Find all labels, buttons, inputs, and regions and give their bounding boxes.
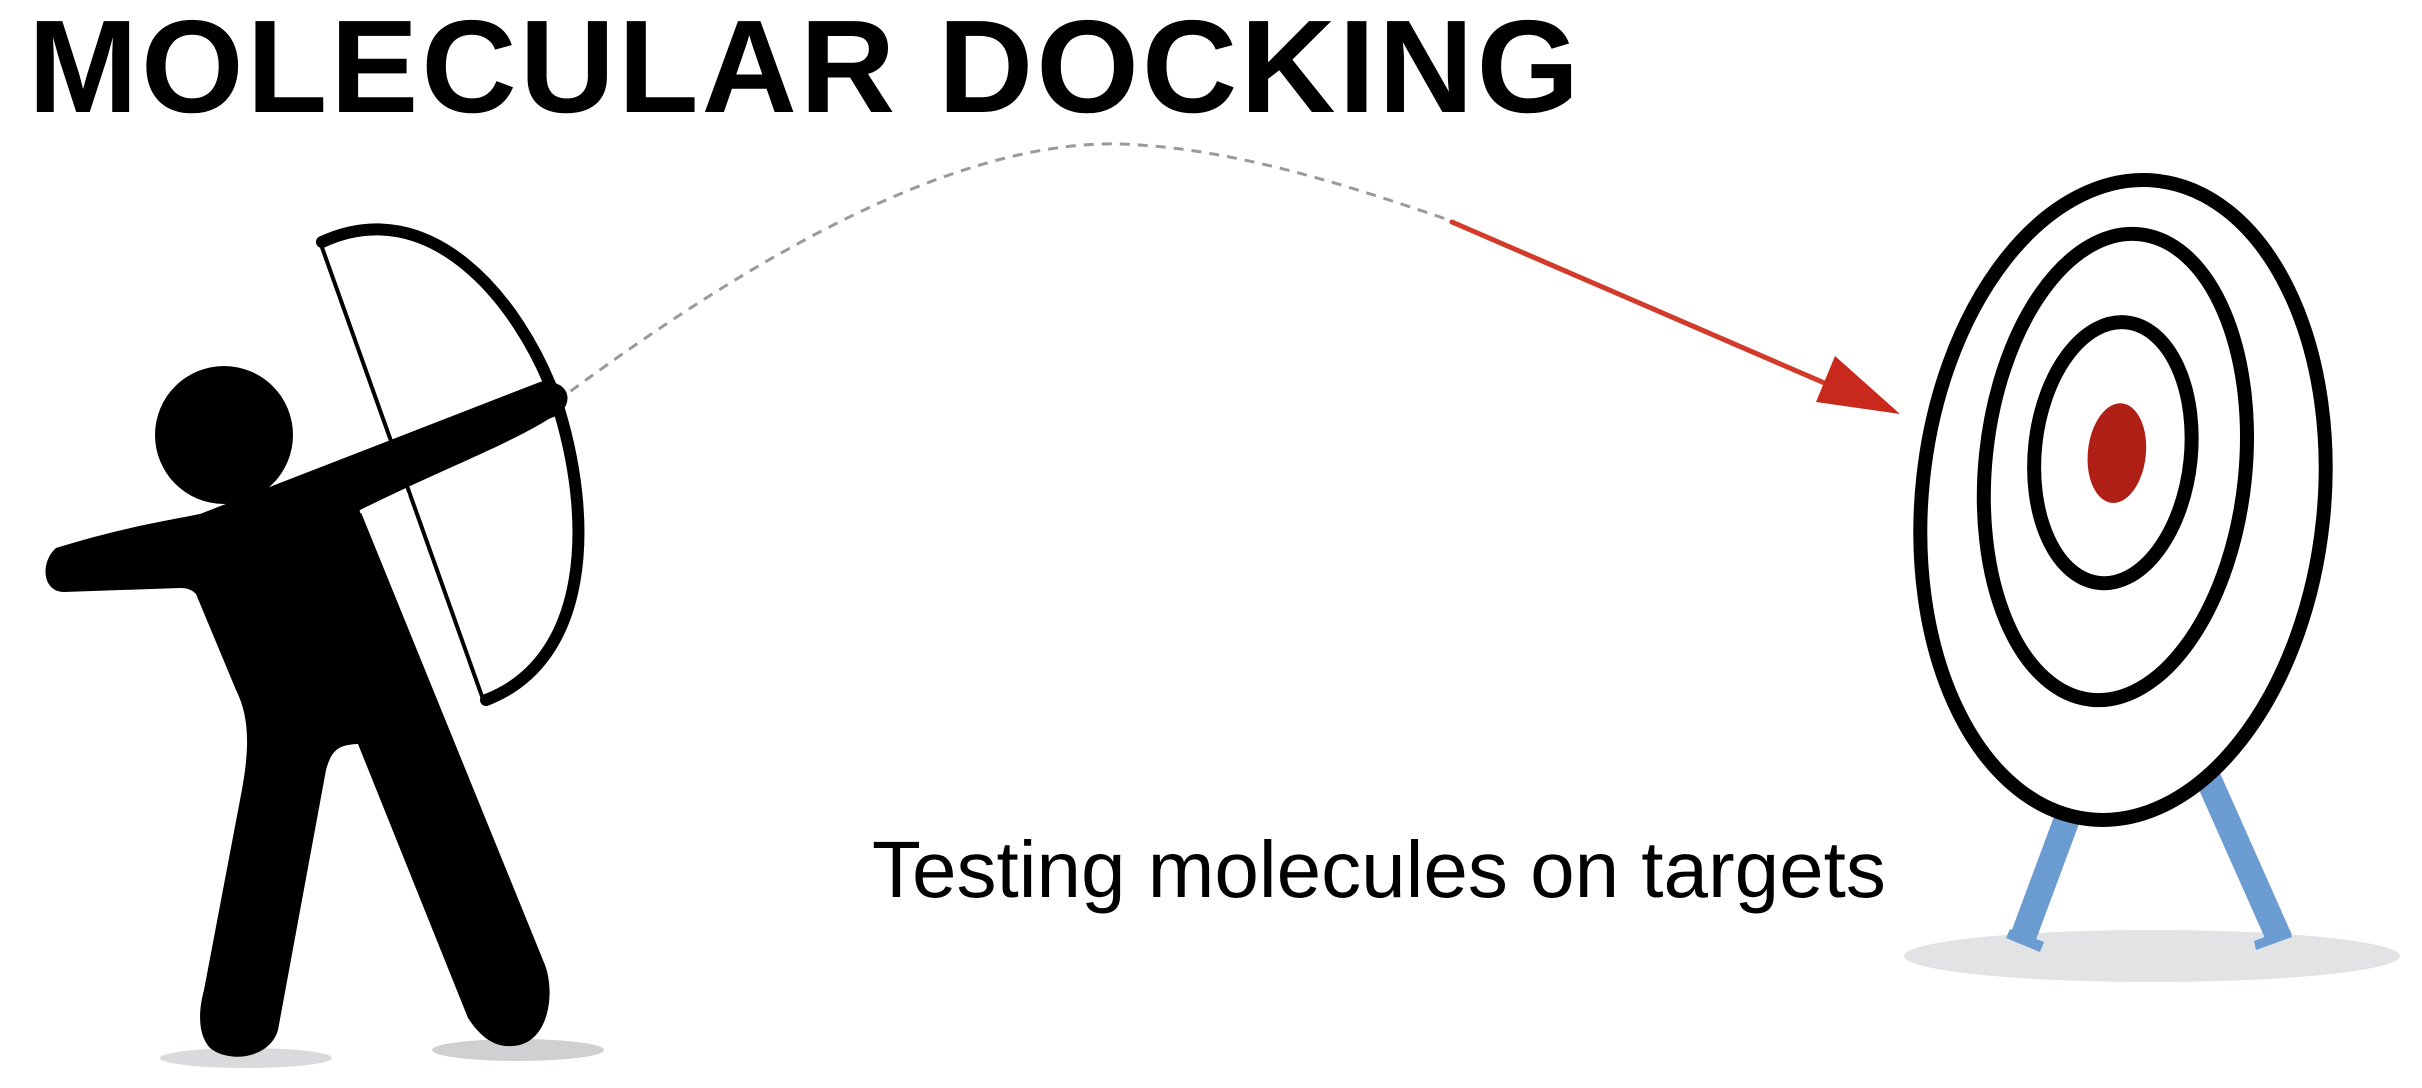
caption-text: Testing molecules on targets — [872, 825, 1886, 914]
target-shadow — [1904, 930, 2400, 982]
archer-figure — [45, 366, 568, 1057]
archer-right-foot-shadow — [432, 1039, 604, 1061]
trajectory-path — [555, 142, 1456, 404]
page-title: MOLECULAR DOCKING — [28, 0, 1583, 140]
archer-left-foot-shadow — [160, 1048, 332, 1068]
arm-bow-gap — [359, 492, 409, 514]
target-icon — [1913, 173, 2333, 827]
target-bullseye — [2087, 403, 2147, 503]
arrow-icon — [1449, 219, 1900, 414]
